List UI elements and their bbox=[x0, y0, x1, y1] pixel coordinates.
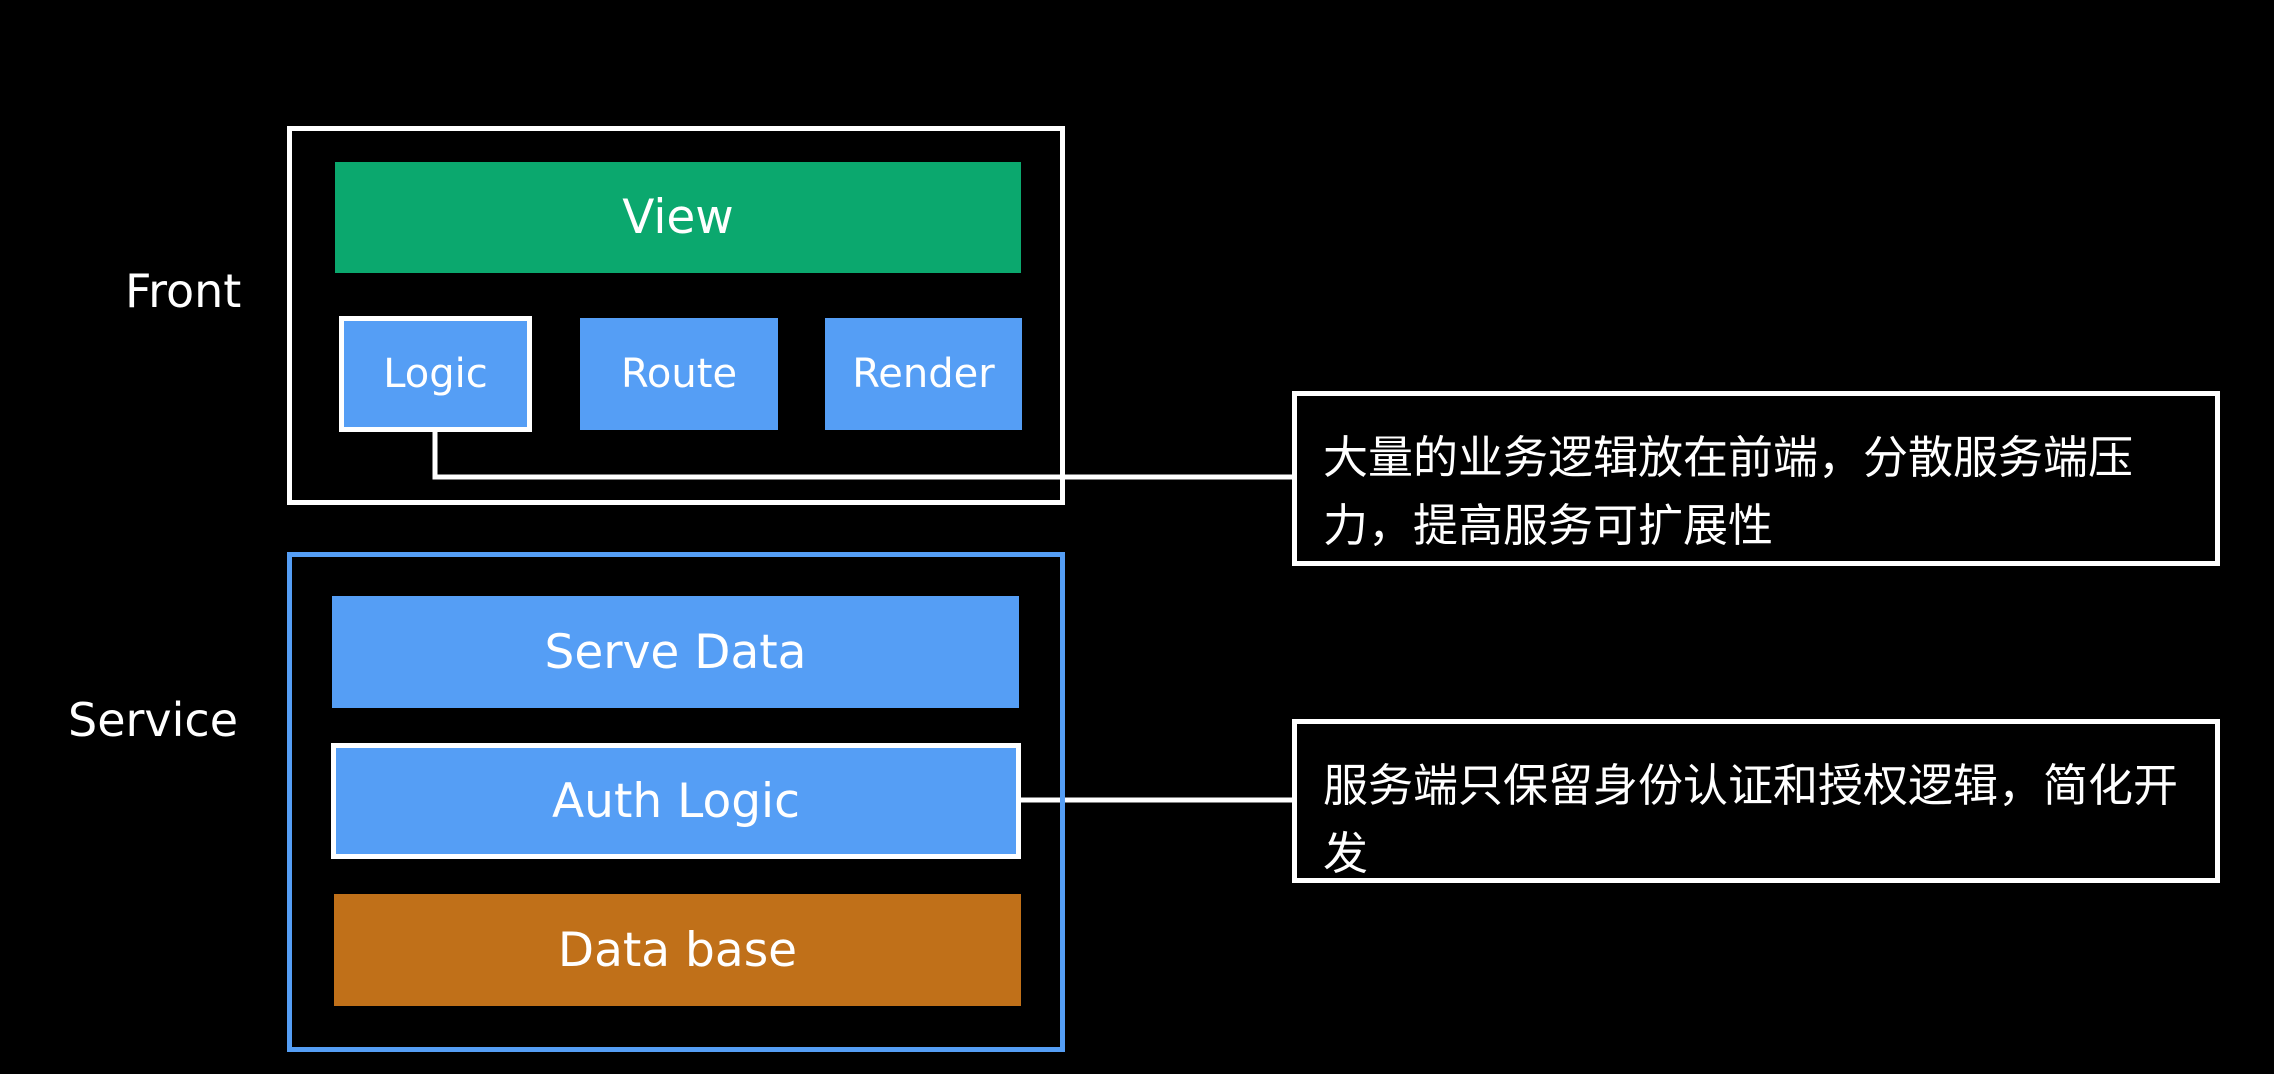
auth-logic-block: Auth Logic bbox=[331, 743, 1021, 859]
front-frame bbox=[287, 126, 1065, 505]
service-frame bbox=[287, 552, 1065, 1052]
front-label: Front bbox=[125, 264, 242, 318]
serve-data-block: Serve Data bbox=[332, 596, 1019, 708]
route-block: Route bbox=[580, 318, 778, 430]
database-block: Data base bbox=[334, 894, 1021, 1006]
service-note: 服务端只保留身份认证和授权逻辑，简化开发 bbox=[1292, 719, 2220, 883]
view-block: View bbox=[335, 162, 1021, 273]
front-note: 大量的业务逻辑放在前端，分散服务端压力，提高服务可扩展性 bbox=[1292, 391, 2220, 566]
logic-block: Logic bbox=[339, 316, 532, 432]
service-label: Service bbox=[68, 693, 239, 747]
render-block: Render bbox=[825, 318, 1022, 430]
